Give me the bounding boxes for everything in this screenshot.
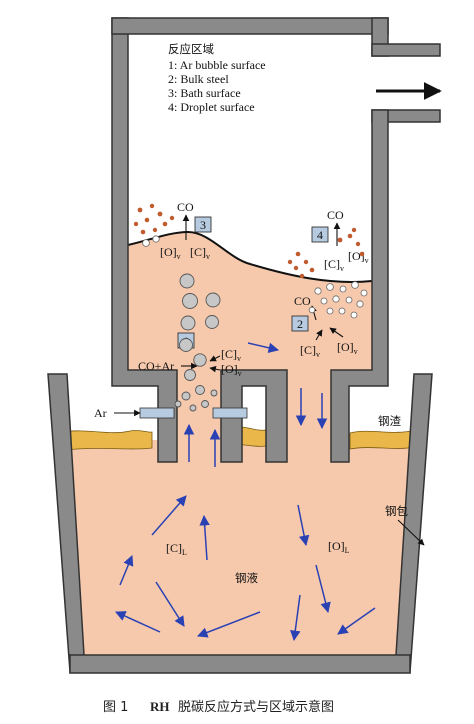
slag-label: 钢渣 <box>378 414 401 428</box>
ladle <box>47 373 433 674</box>
circulation-flow-arrows <box>115 342 376 642</box>
ar-label: Ar <box>94 406 107 420</box>
zone-2-bulk-steel: 2 CO [C]v [O]v <box>291 281 368 359</box>
c-v-label-zone3: [C]v <box>190 245 210 261</box>
vessel-wall-right <box>330 109 389 463</box>
zone-box-2 <box>291 315 309 332</box>
zone-number-3: 3 <box>200 218 206 232</box>
ar-injection-pipe-left <box>139 407 175 419</box>
o-v-label-zone3: [O]v <box>160 245 181 261</box>
co-ar-label: CO+Ar <box>138 359 174 373</box>
caption-code: RH <box>150 699 170 714</box>
down-leg-steel <box>287 370 331 462</box>
vacuum-vessel <box>111 17 441 463</box>
slag-layer-left <box>63 430 153 451</box>
o-v-label-zone4: [O]v <box>348 249 369 265</box>
zone-number-4: 4 <box>317 228 323 242</box>
snorkel-divider <box>220 369 288 463</box>
caption-title: 脱碳反应方式与区域示意图 <box>178 699 334 715</box>
zone-box-3 <box>194 216 212 233</box>
co-label-zone4: CO <box>327 208 344 222</box>
caption-figure-number: 图 1 <box>103 700 128 715</box>
o-l-label: [O]L <box>328 539 350 555</box>
c-v-label-zone2: [C]v <box>300 343 320 359</box>
slag-layer-right <box>349 429 417 450</box>
ar-injection-pipe-right <box>212 407 248 419</box>
zone-3-bath-surface: 3 CO [O]v [C]v <box>133 200 212 261</box>
legend-item-2: 2: Bulk steel <box>168 72 229 86</box>
bath-surface-line <box>127 230 373 283</box>
zone-4-droplet-surface: 4 CO [C]v [O]v <box>287 208 369 279</box>
legend-item-3: 3: Bath surface <box>168 86 241 100</box>
legend-title: 反应区域 <box>168 42 214 56</box>
co-label-zone3: CO <box>177 200 194 214</box>
ladle-bottom <box>69 654 411 674</box>
zone-number-2: 2 <box>297 317 303 331</box>
o-v-label-zone2: [O]v <box>337 340 358 356</box>
o-v-label-zone1: [O]v <box>221 362 242 378</box>
molten-steel-label: 钢液 <box>235 571 258 585</box>
legend-item-4: 4: Droplet surface <box>168 100 255 114</box>
ladle-pointer-line <box>397 519 425 546</box>
c-v-label-zone4: [C]v <box>324 257 344 273</box>
c-l-label: [C]L <box>166 541 187 557</box>
co-label-zone2: CO <box>294 294 311 308</box>
zone-1-ar-bubbles: 1 CO+Ar [C]v [O]v <box>138 273 242 412</box>
exhaust-duct <box>371 43 441 57</box>
ladle-molten-steel <box>62 440 418 657</box>
zone-legend: 反应区域 1: Ar bubble surface 2: Bulk steel … <box>168 42 266 114</box>
ladle-label: 钢包 <box>385 504 408 518</box>
zone-box-4 <box>311 226 329 243</box>
figure-caption: 图 1 RH 脱碳反应方式与区域示意图 <box>103 699 334 715</box>
vessel-wall-top <box>111 17 389 35</box>
legend-item-1: 1: Ar bubble surface <box>168 58 266 72</box>
c-v-label-zone1: [C]v <box>221 347 241 363</box>
